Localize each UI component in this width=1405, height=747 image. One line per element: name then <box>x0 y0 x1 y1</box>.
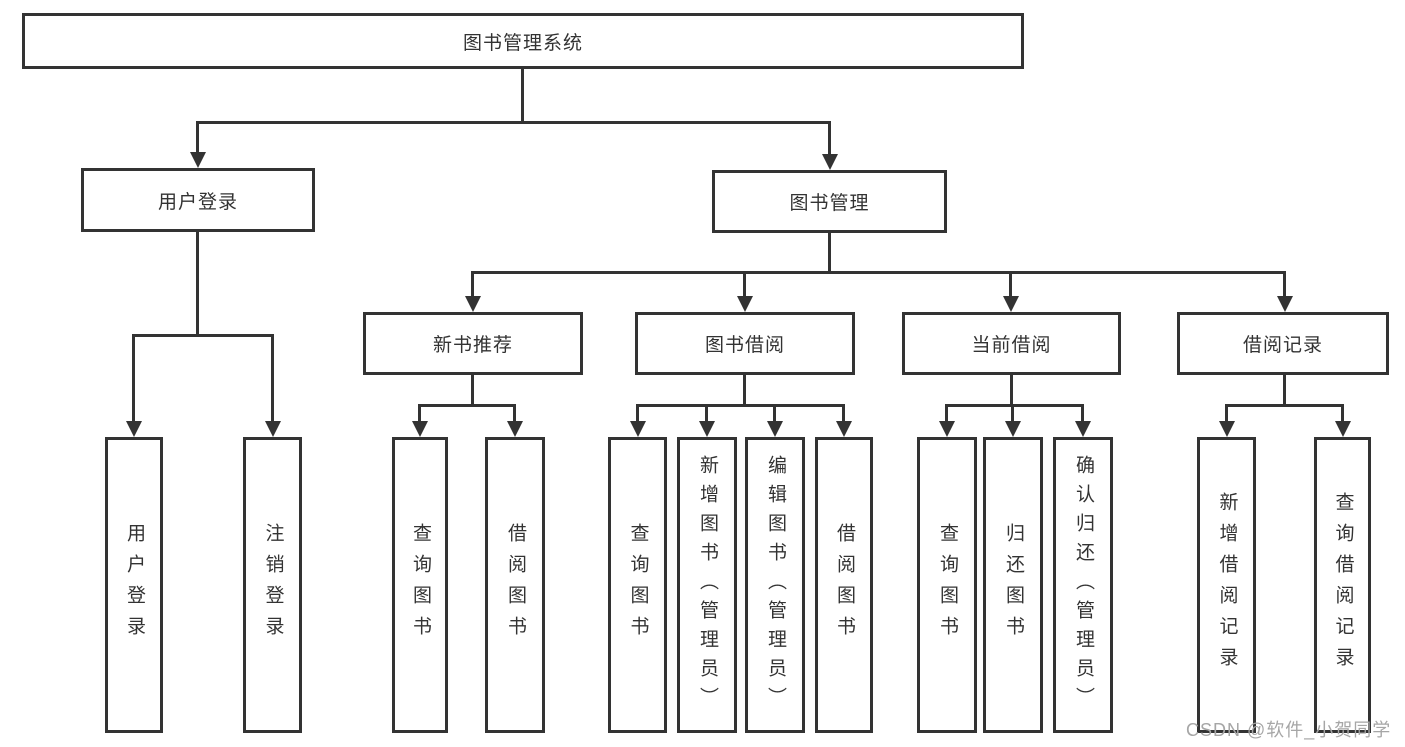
edge-line <box>196 232 199 337</box>
node-leaf-add-books-admin: 新增图书（管理员） <box>677 437 737 733</box>
node-root-library-system: 图书管理系统 <box>22 13 1024 69</box>
node-label: 用户登录 <box>157 191 238 213</box>
edge-arrow <box>1225 404 1228 421</box>
node-borrowing-records: 借阅记录 <box>1177 312 1389 375</box>
edge-arrow <box>705 404 708 421</box>
node-book-management: 图书管理 <box>712 170 947 233</box>
edge-arrow <box>513 404 516 421</box>
edge-line <box>132 334 274 337</box>
edge-arrow <box>1341 404 1344 421</box>
edge-line <box>945 404 1084 407</box>
node-label: 归还图书 <box>1002 523 1024 647</box>
edge-arrow <box>636 404 639 421</box>
node-book-borrowing: 图书借阅 <box>635 312 855 375</box>
edge-line <box>828 233 831 274</box>
edge-line <box>521 69 524 124</box>
node-label: 用户登录 <box>123 523 145 647</box>
node-label: 借阅记录 <box>1242 335 1323 356</box>
node-leaf-query-borrow-record: 查询借阅记录 <box>1314 437 1371 733</box>
node-leaf-return-books: 归还图书 <box>983 437 1043 733</box>
edge-arrow <box>471 271 474 296</box>
edge-arrow <box>842 404 845 421</box>
node-label: 借阅图书 <box>504 523 526 647</box>
edge-line <box>418 404 516 407</box>
node-leaf-confirm-return-admin: 确认归还（管理员） <box>1053 437 1113 733</box>
csdn-watermark: CSDN @软件_小贺同学 <box>1186 720 1392 740</box>
node-label: 图书借阅 <box>704 335 785 356</box>
edge-arrow <box>945 404 948 421</box>
node-current-borrowing: 当前借阅 <box>902 312 1121 375</box>
edge-arrow <box>418 404 421 421</box>
edge-line <box>636 404 845 407</box>
node-label: 借阅图书 <box>833 523 855 647</box>
node-leaf-user-login: 用户登录 <box>105 437 163 733</box>
node-leaf-borrow-books-borrowing: 借阅图书 <box>815 437 873 733</box>
node-leaf-add-borrow-record: 新增借阅记录 <box>1197 437 1256 733</box>
edge-arrow <box>271 334 274 421</box>
edge-line <box>1283 375 1286 407</box>
node-label: 新增图书（管理员） <box>696 454 718 716</box>
edge-arrow <box>828 121 831 154</box>
node-leaf-query-books-current: 查询图书 <box>917 437 977 733</box>
edge-arrow <box>196 121 199 152</box>
node-leaf-query-books-borrowing: 查询图书 <box>608 437 667 733</box>
edge-arrow <box>132 334 135 421</box>
edge-line <box>1225 404 1344 407</box>
edge-line <box>471 375 474 407</box>
node-label: 注销登录 <box>262 523 284 647</box>
edge-arrow <box>1011 404 1014 421</box>
edge-arrow <box>1081 404 1084 421</box>
node-new-book-recommend: 新书推荐 <box>363 312 583 375</box>
node-leaf-query-books-recommend: 查询图书 <box>392 437 448 733</box>
node-label: 查询图书 <box>936 523 958 647</box>
node-label: 新增借阅记录 <box>1216 492 1238 678</box>
node-label: 当前借阅 <box>971 335 1052 356</box>
edge-line <box>1010 375 1013 407</box>
edge-line <box>471 271 1286 274</box>
node-label: 查询借阅记录 <box>1332 492 1354 678</box>
node-label: 图书管理 <box>789 193 870 214</box>
edge-line <box>196 121 831 124</box>
node-label: 编辑图书（管理员） <box>764 454 786 716</box>
node-user-login: 用户登录 <box>81 168 315 232</box>
node-label: 确认归还（管理员） <box>1072 454 1094 716</box>
node-leaf-logout: 注销登录 <box>243 437 302 733</box>
node-label: 图书管理系统 <box>462 32 583 54</box>
node-leaf-edit-books-admin: 编辑图书（管理员） <box>745 437 805 733</box>
edge-arrow <box>1283 271 1286 296</box>
edge-line <box>743 375 746 407</box>
node-label: 新书推荐 <box>432 335 513 356</box>
node-label: 查询图书 <box>409 523 431 647</box>
node-label: 查询图书 <box>627 523 649 647</box>
edge-arrow <box>1009 271 1012 296</box>
edge-arrow <box>773 404 776 421</box>
node-leaf-borrow-books-recommend: 借阅图书 <box>485 437 545 733</box>
edge-arrow <box>743 271 746 296</box>
